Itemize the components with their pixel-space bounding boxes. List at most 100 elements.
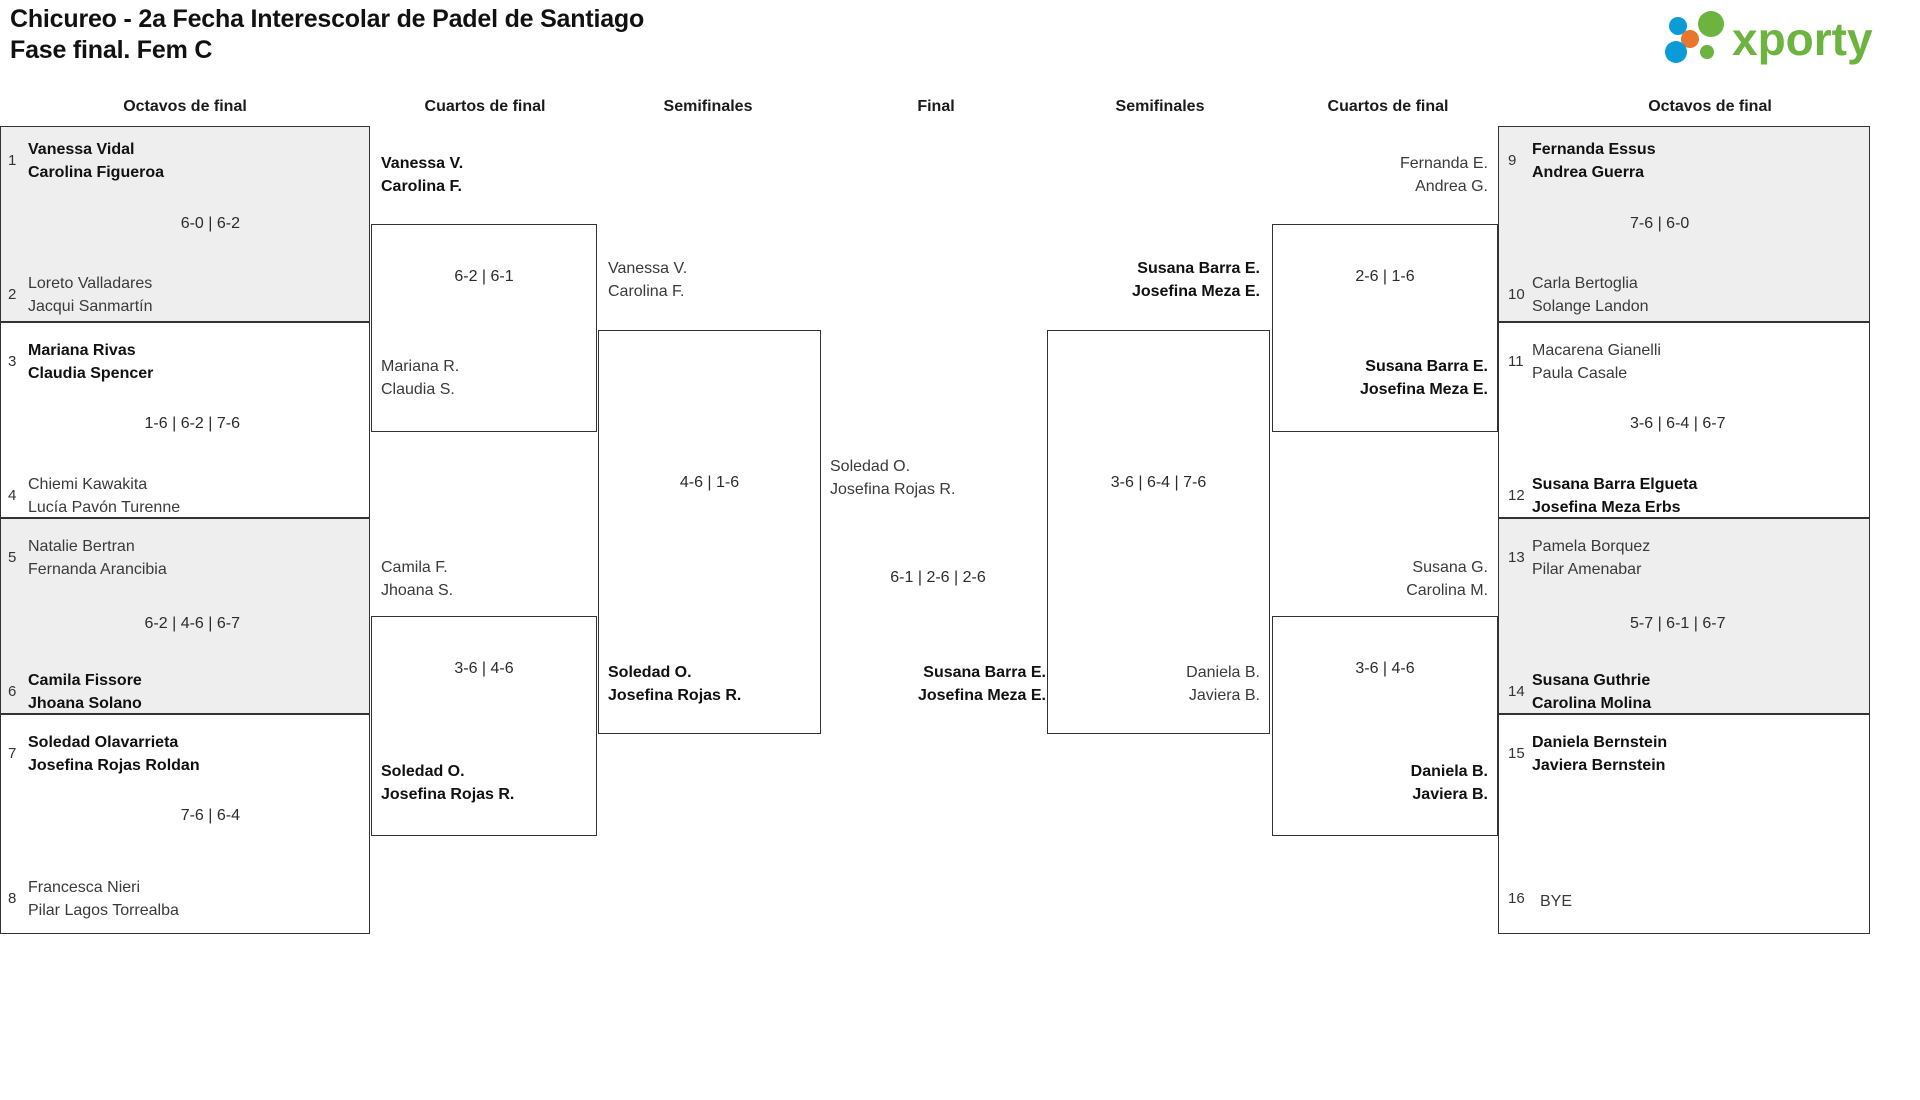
- player-name: Josefina Meza E.: [1359, 381, 1488, 398]
- team-left-r16-3-bottom[interactable]: Camila Fissore Jhoana Solano: [28, 669, 142, 715]
- column-header-octavos-left: Octavos de final: [123, 98, 247, 115]
- column-header-semis-right: Semifinales: [1115, 98, 1205, 115]
- score-left-qf-1: 6-2 | 6-1: [454, 268, 514, 285]
- player-name: Jhoana S.: [381, 582, 454, 599]
- player-name: Claudia S.: [381, 381, 455, 398]
- logo-wordmark: xporty: [1732, 13, 1873, 65]
- match-box-left-r16-2[interactable]: [0, 322, 370, 518]
- player-name: Susana G.: [1412, 559, 1488, 576]
- seed-number: 1: [8, 152, 17, 169]
- team-left-r16-4-top[interactable]: Soledad Olavarrieta Josefina Rojas Rolda…: [28, 731, 200, 777]
- team-left-sf-1-top[interactable]: Vanessa V. Carolina F.: [608, 257, 687, 303]
- player-name: Claudia Spencer: [28, 365, 154, 382]
- team-right-qf-2-top[interactable]: Susana G. Carolina M.: [1282, 556, 1488, 602]
- match-box-left-r16-4[interactable]: [0, 714, 370, 934]
- player-name: Francesca Nieri: [28, 879, 141, 896]
- seed-number: 9: [1508, 152, 1517, 169]
- team-left-qf-1-bottom[interactable]: Mariana R. Claudia S.: [381, 355, 459, 401]
- team-right-qf-1-bottom[interactable]: Susana Barra E. Josefina Meza E.: [1282, 355, 1488, 401]
- team-right-r16-4-bottom[interactable]: BYE: [1540, 890, 1572, 913]
- match-box-left-qf-2[interactable]: [371, 616, 597, 836]
- player-name: Susana Guthrie: [1532, 672, 1651, 689]
- match-box-right-r16-2[interactable]: [1498, 322, 1870, 518]
- player-name: Paula Casale: [1532, 365, 1628, 382]
- seed-number: 2: [8, 286, 17, 303]
- team-right-r16-3-top[interactable]: Pamela Borquez Pilar Amenabar: [1532, 535, 1650, 581]
- player-name: Andrea Guerra: [1532, 164, 1645, 181]
- player-name: Susana Barra E.: [1365, 358, 1488, 375]
- team-right-r16-4-top[interactable]: Daniela Bernstein Javiera Bernstein: [1532, 731, 1667, 777]
- team-final-bottom[interactable]: Susana Barra E. Josefina Meza E.: [830, 661, 1046, 707]
- column-header-semis-left: Semifinales: [663, 98, 753, 115]
- player-name: Fernanda E.: [1399, 155, 1488, 172]
- player-name: Soledad Olavarrieta: [28, 734, 179, 751]
- score-left-r16-1: 6-0 | 6-2: [180, 215, 240, 232]
- title-line-2: Fase final. Fem C: [10, 36, 213, 64]
- player-name: Soledad O.: [830, 458, 911, 475]
- seed-number: 11: [1508, 353, 1524, 370]
- score-left-r16-3: 6-2 | 4-6 | 6-7: [144, 615, 240, 632]
- team-right-r16-3-bottom[interactable]: Susana Guthrie Carolina Molina: [1532, 669, 1651, 715]
- team-right-r16-1-bottom[interactable]: Carla Bertoglia Solange Landon: [1532, 272, 1649, 318]
- team-right-sf-1-bottom[interactable]: Daniela B. Javiera B.: [1057, 661, 1260, 707]
- tournament-title: Chicureo - 2a Fecha Interescolar de Pade…: [10, 4, 644, 66]
- seed-number: 3: [8, 353, 17, 370]
- player-name: Vanessa Vidal: [28, 141, 135, 158]
- seed-number: 10: [1508, 286, 1525, 303]
- team-right-r16-2-top[interactable]: Macarena Gianelli Paula Casale: [1532, 339, 1661, 385]
- seed-number: 16: [1508, 890, 1525, 907]
- seed-number: 13: [1508, 549, 1525, 566]
- team-right-qf-2-bottom[interactable]: Daniela B. Javiera B.: [1282, 760, 1488, 806]
- title-line-1: Chicureo - 2a Fecha Interescolar de Pade…: [10, 5, 645, 33]
- player-name: Pamela Borquez: [1532, 538, 1651, 555]
- team-left-r16-1-bottom[interactable]: Loreto Valladares Jacqui Sanmartín: [28, 272, 153, 318]
- xporty-logo[interactable]: xporty: [1654, 8, 1904, 66]
- team-left-sf-1-bottom[interactable]: Soledad O. Josefina Rojas R.: [608, 661, 741, 707]
- match-box-right-qf-1[interactable]: [1272, 224, 1498, 432]
- team-right-r16-2-bottom[interactable]: Susana Barra Elgueta Josefina Meza Erbs: [1532, 473, 1697, 519]
- player-name: Carolina Molina: [1532, 695, 1652, 712]
- team-right-r16-1-top[interactable]: Fernanda Essus Andrea Guerra: [1532, 138, 1656, 184]
- match-box-left-qf-1[interactable]: [371, 224, 597, 432]
- team-right-qf-1-top[interactable]: Fernanda E. Andrea G.: [1282, 152, 1488, 198]
- player-name: Jacqui Sanmartín: [28, 298, 153, 315]
- team-left-r16-1-top[interactable]: Vanessa Vidal Carolina Figueroa: [28, 138, 164, 184]
- seed-number: 8: [8, 890, 17, 907]
- team-right-sf-1-top[interactable]: Susana Barra E. Josefina Meza E.: [1057, 257, 1260, 303]
- score-right-r16-3: 5-7 | 6-1 | 6-7: [1630, 615, 1726, 632]
- team-final-top[interactable]: Soledad O. Josefina Rojas R.: [830, 455, 955, 501]
- player-name: Camila F.: [381, 559, 448, 576]
- seed-number: 12: [1508, 487, 1525, 504]
- team-left-qf-2-bottom[interactable]: Soledad O. Josefina Rojas R.: [381, 760, 514, 806]
- score-right-r16-1: 7-6 | 6-0: [1630, 215, 1690, 232]
- team-left-r16-2-top[interactable]: Mariana Rivas Claudia Spencer: [28, 339, 153, 385]
- team-left-r16-2-bottom[interactable]: Chiemi Kawakita Lucía Pavón Turenne: [28, 473, 180, 519]
- team-left-qf-2-top[interactable]: Camila F. Jhoana S.: [381, 556, 453, 602]
- player-name: Josefina Rojas R.: [381, 786, 515, 803]
- seed-number: 7: [8, 745, 17, 762]
- score-right-qf-1: 2-6 | 1-6: [1355, 268, 1415, 285]
- player-name: Vanessa V.: [381, 155, 464, 172]
- player-name: Josefina Meza Erbs: [1532, 499, 1681, 516]
- player-name: Susana Barra Elgueta: [1532, 476, 1698, 493]
- match-box-right-r16-1[interactable]: [1498, 126, 1870, 322]
- column-header-final: Final: [917, 98, 955, 115]
- player-name: Soledad O.: [381, 763, 465, 780]
- team-left-r16-3-top[interactable]: Natalie Bertran Fernanda Arancibia: [28, 535, 167, 581]
- team-left-qf-1-top[interactable]: Vanessa V. Carolina F.: [381, 152, 463, 198]
- match-box-left-sf-1[interactable]: [598, 330, 821, 734]
- match-box-right-r16-3[interactable]: [1498, 518, 1870, 714]
- match-box-left-r16-3[interactable]: [0, 518, 370, 714]
- column-header-octavos-right: Octavos de final: [1648, 98, 1772, 115]
- match-box-right-r16-4[interactable]: [1498, 714, 1870, 934]
- score-left-r16-2: 1-6 | 6-2 | 7-6: [144, 415, 240, 432]
- player-name: Carolina M.: [1406, 582, 1488, 599]
- player-name: Josefina Rojas R.: [830, 481, 956, 498]
- match-box-right-sf-1[interactable]: [1047, 330, 1270, 734]
- match-box-right-qf-2[interactable]: [1272, 616, 1498, 836]
- match-box-left-r16-1[interactable]: [0, 126, 370, 322]
- player-name: Josefina Meza E.: [1131, 283, 1260, 300]
- team-left-r16-4-bottom[interactable]: Francesca Nieri Pilar Lagos Torrealba: [28, 876, 179, 922]
- player-name: Macarena Gianelli: [1532, 342, 1661, 359]
- player-name: Fernanda Arancibia: [28, 561, 167, 578]
